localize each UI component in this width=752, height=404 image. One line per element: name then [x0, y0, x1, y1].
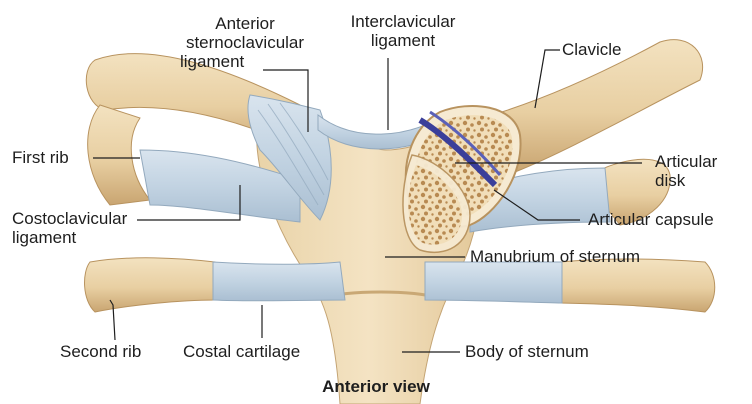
- costal-cartilage-right: [425, 262, 562, 303]
- second-rib-right: [560, 259, 715, 312]
- label-manubrium-of-sternum: Manubrium of sternum: [470, 247, 640, 266]
- label-clavicle: Clavicle: [562, 40, 622, 59]
- label-articular-capsule: Articular capsule: [588, 210, 714, 229]
- second-rib-left: [85, 258, 215, 312]
- label-first-rib: First rib: [12, 148, 69, 167]
- label-costoclavicular-ligament: Costoclavicular ligament: [12, 209, 127, 247]
- costal-cartilage-left: [213, 262, 345, 301]
- label-articular-disk: Articular disk: [655, 152, 717, 190]
- figure-caption: Anterior view: [296, 377, 456, 396]
- label-interclavicular-ligament: Interclavicular ligament: [338, 12, 468, 50]
- label-costal-cartilage: Costal cartilage: [183, 342, 300, 361]
- label-anterior-sternoclavicular-ligament: Anterior sternoclavicular ligament: [180, 14, 310, 71]
- label-second-rib: Second rib: [60, 342, 141, 361]
- label-body-of-sternum: Body of sternum: [465, 342, 589, 361]
